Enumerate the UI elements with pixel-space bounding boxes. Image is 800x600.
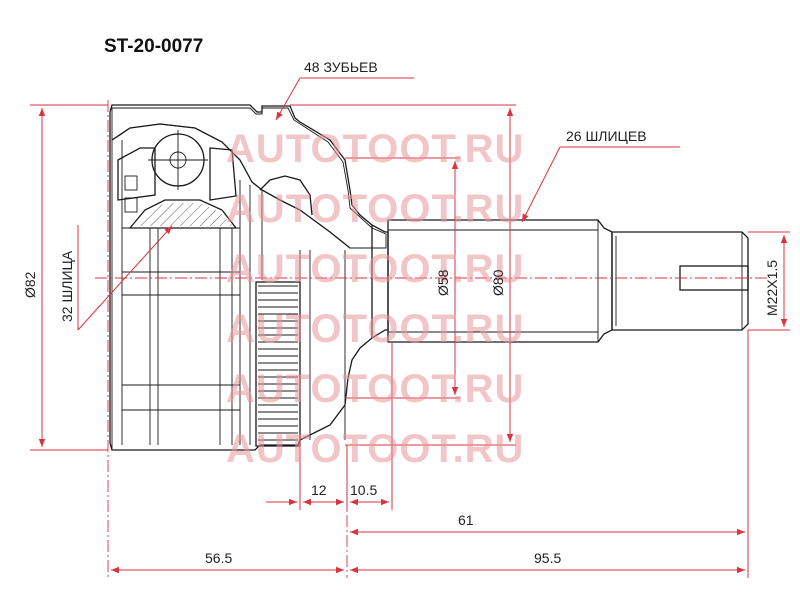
dim-flange-diameter: Ø80 xyxy=(490,269,506,296)
part-code-title: ST-20-0077 xyxy=(104,36,204,57)
watermark-text: AUTOTOOT.RU xyxy=(226,307,524,351)
dimension-lines xyxy=(30,77,790,578)
watermark-text: AUTOTOOT.RU xyxy=(226,367,524,411)
dim-body-length: 56.5 xyxy=(205,550,232,566)
dim-gap-width: 10.5 xyxy=(350,482,377,498)
dim-shaft-length: 61 xyxy=(458,512,474,528)
callout-abs-teeth: 48 ЗУБЬЕВ xyxy=(304,59,378,75)
dim-outer-diameter: Ø82 xyxy=(22,271,38,298)
callout-inner-splines: 32 ШЛИЦА xyxy=(59,250,75,322)
watermark-text: AUTOTOOT.RU xyxy=(226,187,524,231)
watermark-text: AUTOTOOT.RU xyxy=(226,127,524,171)
dim-total-shaft-length: 95.5 xyxy=(534,550,561,566)
callout-shaft-splines: 26 ШЛИЦЕВ xyxy=(566,128,647,144)
watermark-text: AUTOTOOT.RU xyxy=(226,427,524,471)
watermark: AUTOTOOT.RU AUTOTOOT.RU AUTOTOOT.RU AUTO… xyxy=(226,127,524,471)
dimension-labels: 48 ЗУБЬЕВ 26 ШЛИЦЕВ 32 ШЛИЦА Ø82 Ø58 Ø80… xyxy=(22,59,780,566)
watermark-text: AUTOTOOT.RU xyxy=(226,247,524,291)
dim-shaft-seat-diameter: Ø58 xyxy=(435,269,451,296)
dim-thread: M22X1.5 xyxy=(764,260,780,316)
dim-ring-width: 12 xyxy=(311,482,327,498)
outer-housing xyxy=(109,104,389,451)
abs-ring xyxy=(255,281,301,447)
